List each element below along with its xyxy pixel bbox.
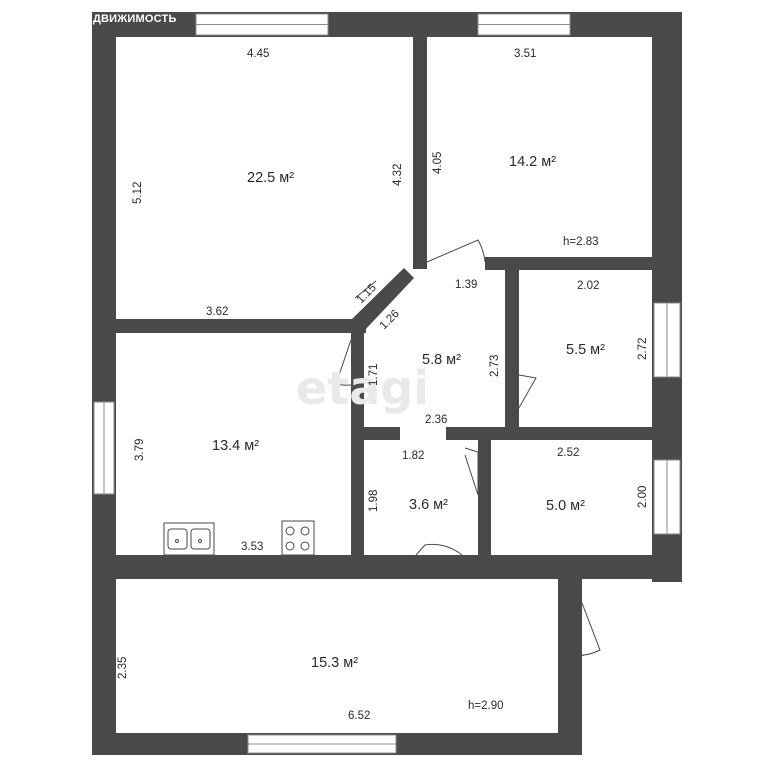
dim-bath-left: 1.98 (368, 490, 380, 512)
dim-a-top: 4.45 (247, 48, 269, 60)
dim-kitchen-bottom: 3.53 (241, 541, 263, 553)
wall-stub-right (558, 579, 582, 599)
dim-c-top: 2.02 (577, 280, 599, 292)
wall-lower-right (462, 555, 582, 579)
dim-hall-top: 1.39 (455, 279, 477, 291)
wall-bath-d (478, 440, 491, 555)
dim-bath-top: 1.82 (402, 450, 424, 462)
area-room-d: 5.0 м² (546, 498, 585, 514)
dim-hall-left: 1.71 (368, 364, 380, 386)
wall-diagonal (352, 268, 414, 331)
kitchen-fixtures (163, 520, 315, 556)
door-bath (464, 447, 479, 496)
door-c (511, 374, 537, 421)
dim-a-left: 5.12 (132, 182, 144, 204)
interior-walls (116, 37, 652, 599)
dim-a-bottom: 3.62 (206, 306, 228, 318)
dim-living-left: 2.35 (117, 657, 129, 679)
area-room-a: 22.5 м² (247, 170, 294, 186)
area-room-b: 14.2 м² (509, 154, 556, 170)
height-living: h=2.90 (468, 700, 504, 712)
dim-kitchen-left: 3.79 (134, 439, 146, 461)
dim-d-right: 2.00 (637, 486, 649, 508)
door-kitchen (335, 339, 352, 386)
wall-hall-bottom-right (446, 427, 652, 440)
dim-living-bottom: 6.52 (348, 710, 370, 722)
wall-hall-bottom-left (364, 427, 400, 440)
wall-hall-c (505, 257, 519, 427)
area-hall: 5.8 м² (422, 352, 461, 368)
dim-b-top: 3.51 (514, 48, 536, 60)
area-room-c: 5.5 м² (566, 342, 605, 358)
height-room-b: h=2.83 (563, 236, 599, 248)
area-bath: 3.6 м² (409, 497, 448, 513)
area-kitchen: 13.4 м² (212, 438, 259, 454)
wall-left (92, 12, 116, 582)
wall-top (92, 12, 682, 37)
wall-a-kitchen (116, 319, 366, 333)
doors (335, 239, 601, 656)
dim-c-right: 2.72 (637, 338, 649, 360)
dim-hall-bottom: 2.36 (425, 414, 447, 426)
wall-lower-left (116, 555, 416, 579)
wall-b-bottom (485, 257, 652, 270)
door-bath-bottom (415, 543, 463, 556)
etagi-watermark: etagi (296, 361, 429, 415)
wall-left-lower (92, 555, 116, 755)
dim-d-top: 2.52 (557, 447, 579, 459)
windows (93, 13, 681, 754)
door-a-hall (426, 239, 486, 263)
dim-hall-right: 2.73 (489, 355, 501, 377)
area-living: 15.3 м² (311, 655, 358, 671)
wall-right-lower (558, 579, 582, 755)
corner-watermark: ДВИЖИМОСТЬ (93, 13, 177, 25)
door-diag (354, 277, 405, 299)
dim-b-left: 4.05 (432, 152, 444, 174)
wall-kitchen-hall (351, 333, 364, 555)
wall-a-b (413, 37, 427, 269)
door-exterior (569, 602, 601, 656)
dim-a-right: 4.32 (392, 164, 404, 186)
stove-icon (281, 520, 315, 556)
